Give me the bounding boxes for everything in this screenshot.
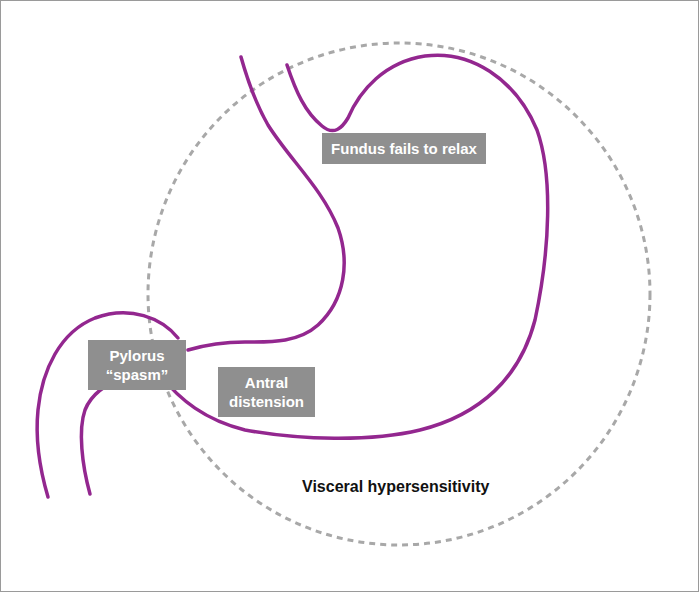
duodenum-inner	[81, 376, 128, 494]
box-text: Fundus fails to relax	[330, 139, 478, 158]
greater-curvature	[160, 55, 548, 438]
box-text: Antral distension	[226, 373, 307, 411]
lesser-curvature	[188, 57, 344, 350]
grey-label-box: Fundus fails to relax	[322, 133, 486, 164]
grey-label-box: Antral distension	[218, 367, 315, 417]
region-label: Visceral hypersensitivity	[302, 478, 489, 496]
box-text: Pylorus “spasm”	[96, 346, 178, 384]
hypersensitivity-circle	[148, 43, 650, 545]
grey-label-box: Pylorus “spasm”	[88, 340, 186, 390]
